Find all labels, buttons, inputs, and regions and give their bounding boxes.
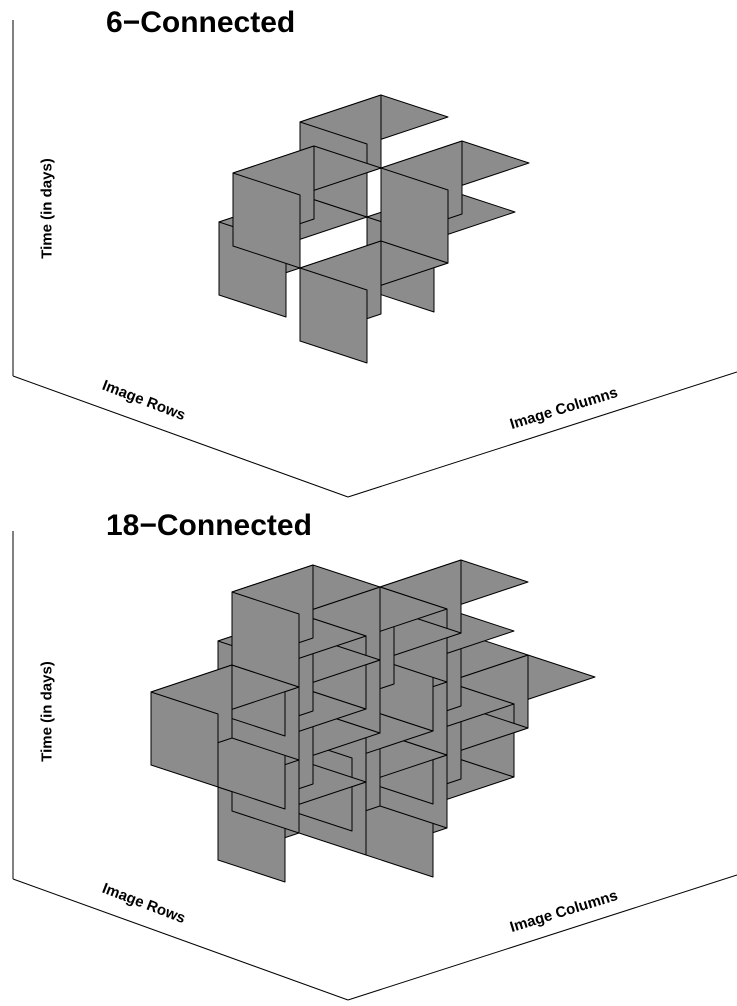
axes-box — [12, 20, 737, 498]
voxel-cube — [150, 664, 300, 788]
z-axis-label: Time (in days) — [38, 661, 56, 762]
voxel-figure-18 — [12, 531, 737, 1001]
row-axis-line — [12, 375, 349, 498]
z-axis-label: Time (in days) — [38, 158, 56, 259]
voxel-cube — [380, 140, 530, 264]
voxel-cube — [231, 564, 381, 688]
voxel-figure-6 — [12, 20, 737, 498]
panel-18-connected: 18−Connected Time (in days) Image Rows I… — [0, 503, 737, 1006]
row-axis-line — [12, 878, 349, 1001]
voxel-cubes — [150, 559, 596, 883]
voxel-cube — [299, 240, 449, 364]
cube-face-right — [232, 172, 301, 269]
voxel-cube — [232, 145, 382, 269]
column-axis-line — [347, 371, 737, 498]
figure-title: 18−Connected — [106, 509, 312, 542]
column-axis-line — [347, 874, 737, 1001]
cube-face-right — [231, 591, 300, 688]
axes-box — [12, 531, 737, 1001]
cube-face-right — [150, 691, 219, 788]
figure-title: 6−Connected — [106, 6, 296, 39]
panel-6-connected: 6−Connected Time (in days) Image Rows Im… — [12, 6, 737, 498]
voxel-cubes — [218, 94, 530, 364]
